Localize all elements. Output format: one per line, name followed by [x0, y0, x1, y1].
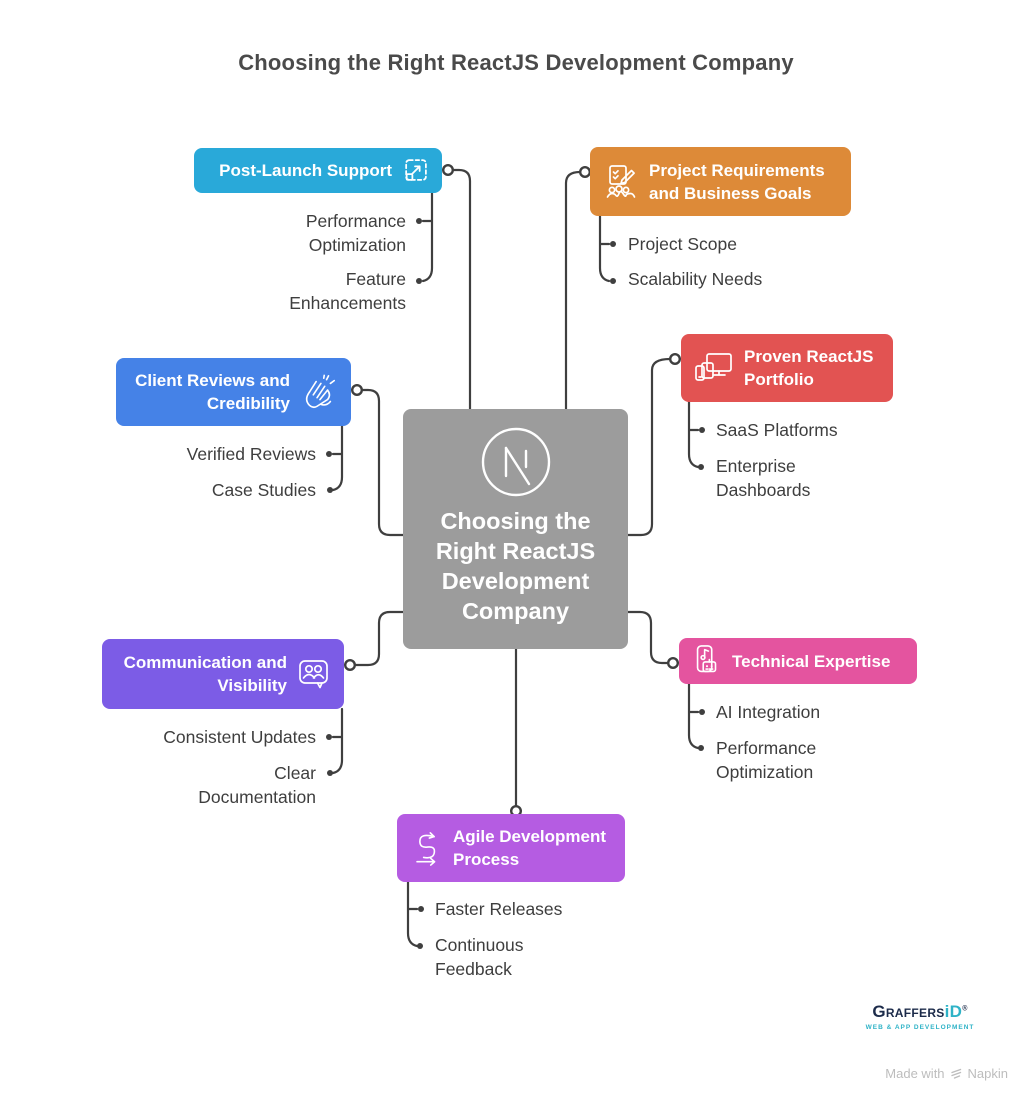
branch-agile-process: Agile Development Process — [397, 814, 625, 882]
branch-technical-expertise: Technical Expertise — [679, 638, 917, 684]
port — [344, 659, 357, 672]
central-topic-node: Choosing the Right ReactJS Development C… — [403, 409, 628, 649]
port — [442, 163, 455, 176]
leaf-feature-enhancements: Feature Enhancements — [289, 269, 406, 313]
branch-label: Proven ReactJS Portfolio — [744, 347, 874, 389]
branch-label: Communication and Visibility — [123, 653, 287, 695]
wire-communication — [353, 610, 405, 667]
central-topic-label: Choosing the Right ReactJS Development C… — [435, 508, 596, 624]
wire-technical — [626, 610, 670, 665]
leaf-case-studies: Case Studies — [211, 480, 316, 500]
port — [669, 353, 682, 366]
wire-client-reviews — [360, 388, 405, 537]
page-title: Choosing the Right ReactJS Development C… — [238, 50, 794, 75]
graffersid-wordmark: GraffersiD® — [872, 1002, 968, 1021]
made-with-napkin: Made with Napkin — [885, 1066, 1008, 1081]
branch-label: Project Requirements and Business Goals — [649, 160, 825, 203]
devices-icon — [694, 351, 734, 385]
leaf-ai-integration: AI Integration — [716, 702, 821, 722]
leaf-saas-platforms: SaaS Platforms — [716, 420, 838, 440]
clapping-hands-icon — [300, 373, 338, 411]
made-with-text: Made with — [885, 1066, 945, 1081]
leaf-project-scope: Project Scope — [628, 234, 737, 254]
leaf-consistent-updates: Consistent Updates — [163, 727, 316, 747]
branch-communication-visibility: Communication and Visibility — [102, 639, 344, 709]
napkin-n-logo-icon — [479, 425, 553, 499]
leaf-enterprise-dashboards: Enterprise Dashboards — [716, 456, 811, 500]
leaf-performance-optimization: Performance Optimization — [305, 211, 406, 255]
port — [667, 657, 680, 670]
napkin-brand-text: Napkin — [967, 1066, 1008, 1081]
branch-label: Client Reviews and Credibility — [135, 371, 290, 413]
requirements-checklist-icon — [603, 164, 639, 199]
agile-cycle-icon — [410, 830, 443, 866]
device-robot-icon — [692, 644, 722, 678]
graffersid-logo: GraffersiD® WEB & APP DEVELOPMENT — [864, 1002, 976, 1031]
branch-label: Technical Expertise — [732, 651, 891, 671]
branch-label: Post-Launch Support — [219, 161, 392, 180]
wire-project-requirements — [564, 170, 582, 411]
branch-project-requirements: Project Requirements and Business Goals — [590, 147, 851, 216]
branch-proven-portfolio: Proven ReactJS Portfolio — [681, 334, 893, 402]
port — [579, 165, 592, 178]
leaf-performance-optimization-2: Performance Optimization — [716, 738, 817, 782]
branch-post-launch-support: Post-Launch Support — [194, 148, 442, 193]
port — [351, 384, 364, 397]
leaf-continuous-feedback: Continuous Feedback — [435, 935, 524, 979]
wire-post-launch — [451, 168, 472, 411]
leaf-faster-releases: Faster Releases — [435, 899, 563, 919]
graffersid-tagline: WEB & APP DEVELOPMENT — [865, 1024, 975, 1031]
leaf-verified-reviews: Verified Reviews — [186, 444, 316, 464]
leaf-clear-documentation: Clear Documentation — [198, 763, 316, 807]
branch-client-reviews: Client Reviews and Credibility — [116, 358, 351, 426]
leaf-scalability-needs: Scalability Needs — [628, 269, 763, 289]
napkin-logo-icon — [950, 1067, 963, 1080]
branch-label: Agile Development Process — [453, 827, 607, 869]
people-chat-icon — [297, 658, 331, 691]
expand-resize-icon — [402, 157, 429, 184]
wire-proven-portfolio — [626, 357, 672, 537]
